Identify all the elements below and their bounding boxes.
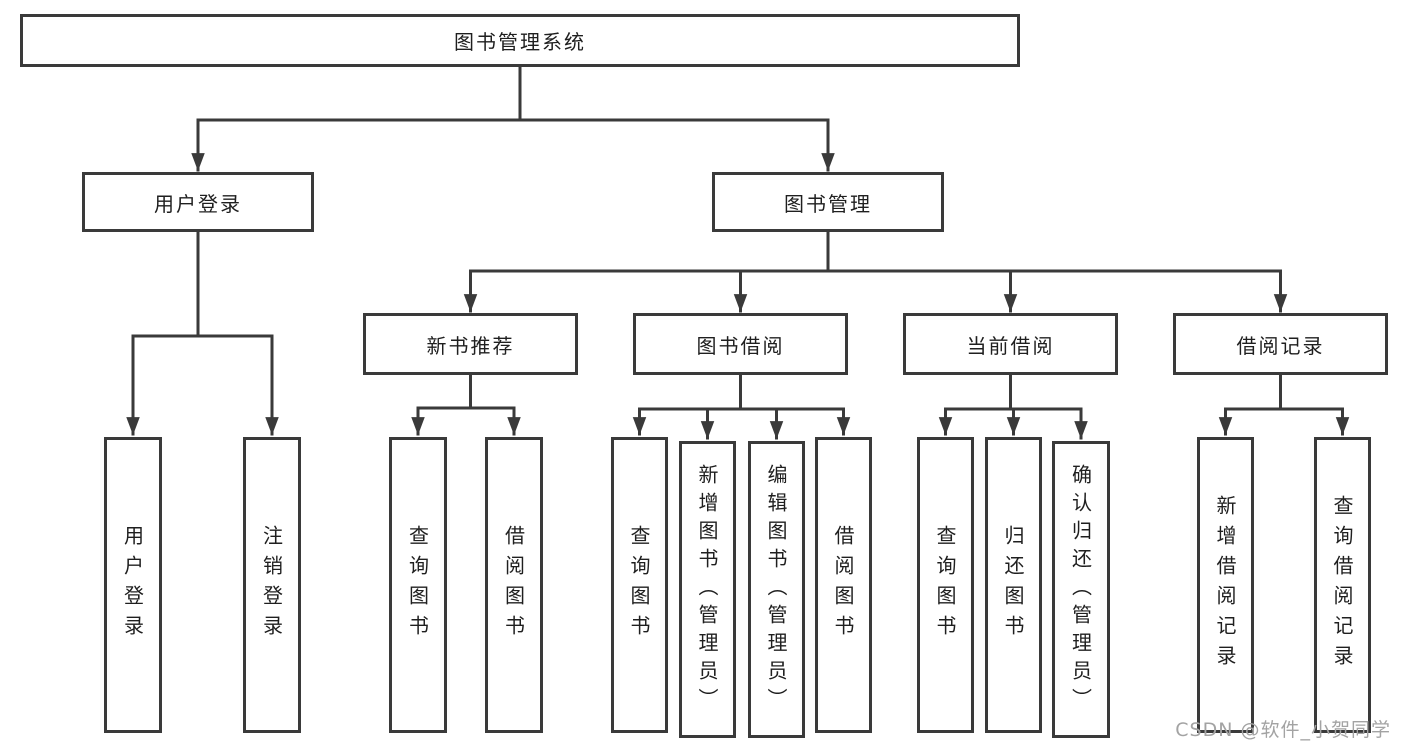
node-label: 查询图书 bbox=[405, 525, 430, 645]
connector-current-borrow-branch bbox=[938, 373, 1088, 440]
node-new-book-recommend: 新书推荐 bbox=[363, 313, 578, 375]
connector-user-login-branch bbox=[126, 230, 279, 436]
node-label: 借阅图书 bbox=[501, 525, 526, 645]
node-label: 图书管理 bbox=[784, 191, 872, 216]
node-label: 用户登录 bbox=[154, 191, 242, 216]
node-label: 查询图书 bbox=[627, 525, 651, 645]
connector-book-mgmt-to-level2 bbox=[463, 230, 1288, 313]
node-label: 归还图书 bbox=[1001, 525, 1025, 645]
node-leaf-add-book-admin: 新增图书（管理员） bbox=[679, 441, 736, 738]
node-label: 编辑图书（管理员） bbox=[764, 463, 788, 716]
node-leaf-borrow-books-2: 借阅图书 bbox=[815, 437, 872, 733]
node-book-management: 图书管理 bbox=[712, 172, 944, 232]
node-leaf-return-book: 归还图书 bbox=[985, 437, 1042, 733]
node-label: 查询图书 bbox=[933, 525, 957, 645]
node-leaf-logout: 注销登录 bbox=[243, 437, 301, 733]
node-label: 注销登录 bbox=[259, 525, 284, 645]
node-label: 当前借阅 bbox=[966, 333, 1055, 358]
node-label: 新书推荐 bbox=[426, 333, 515, 358]
node-leaf-query-books-2: 查询图书 bbox=[611, 437, 668, 733]
node-leaf-query-books-3: 查询图书 bbox=[917, 437, 974, 733]
node-leaf-query-borrow-record: 查询借阅记录 bbox=[1314, 437, 1371, 733]
connector-new-book-branch bbox=[411, 373, 521, 436]
node-label: 借阅记录 bbox=[1236, 333, 1325, 358]
node-label: 图书借阅 bbox=[696, 333, 785, 358]
node-leaf-add-borrow-record: 新增借阅记录 bbox=[1197, 437, 1254, 733]
node-leaf-edit-book-admin: 编辑图书（管理员） bbox=[748, 441, 805, 738]
node-label: 确认归还（管理员） bbox=[1068, 463, 1093, 716]
connector-borrow-record-branch bbox=[1218, 373, 1350, 436]
node-borrow-record: 借阅记录 bbox=[1173, 313, 1388, 375]
node-current-borrow: 当前借阅 bbox=[903, 313, 1118, 375]
node-label: 用户登录 bbox=[120, 525, 145, 645]
node-label: 新增图书（管理员） bbox=[695, 463, 719, 716]
node-user-login: 用户登录 bbox=[82, 172, 314, 232]
node-label: 查询借阅记录 bbox=[1330, 495, 1354, 675]
connector-root-to-level1 bbox=[191, 64, 835, 172]
node-leaf-confirm-return-admin: 确认归还（管理员） bbox=[1052, 441, 1110, 738]
node-leaf-user-login: 用户登录 bbox=[104, 437, 162, 733]
node-book-borrow: 图书借阅 bbox=[633, 313, 848, 375]
connector-book-borrow-branch bbox=[632, 373, 851, 440]
node-label: 新增借阅记录 bbox=[1213, 495, 1237, 675]
node-leaf-query-books-1: 查询图书 bbox=[389, 437, 447, 733]
node-label: 借阅图书 bbox=[831, 525, 855, 645]
node-leaf-borrow-books-1: 借阅图书 bbox=[485, 437, 543, 733]
node-label: 图书管理系统 bbox=[454, 30, 586, 54]
csdn-watermark: CSDN @软件_小贺同学 bbox=[1175, 719, 1391, 741]
node-root-system: 图书管理系统 bbox=[20, 14, 1020, 67]
